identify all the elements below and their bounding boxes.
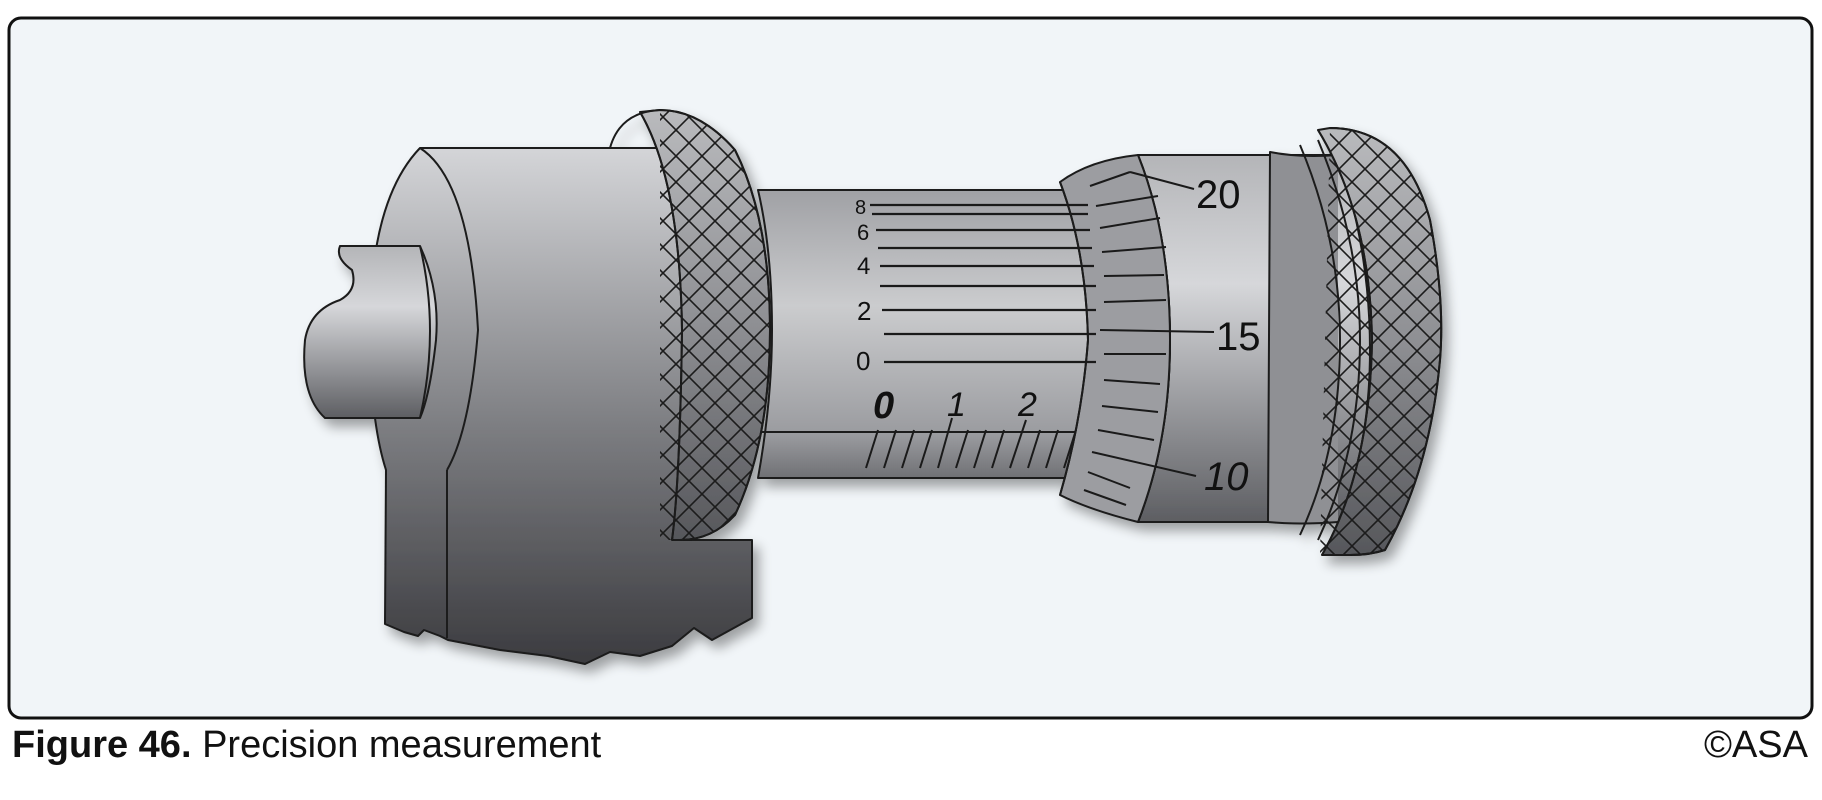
barrel-label: 1 [947, 386, 966, 424]
thimble-label: 10 [1204, 455, 1249, 499]
spindle [303, 245, 438, 419]
figure-number: Figure 46. [12, 724, 192, 766]
barrel-ticks [865, 417, 1077, 469]
vernier-label: 2 [857, 296, 871, 326]
barrel-label: 0 [873, 385, 894, 427]
thimble-ticks [1083, 171, 1215, 506]
vernier-label: 6 [857, 220, 869, 245]
barrel-label: 2 [1017, 386, 1037, 424]
vernier-label: 0 [856, 346, 870, 376]
micrometer-frame [369, 147, 753, 665]
thimble-label: 15 [1216, 315, 1261, 359]
figure-title: Precision measurement [202, 724, 602, 766]
vernier-lines [870, 203, 1096, 364]
thimble-label: 20 [1196, 173, 1241, 217]
copyright-notice: ©ASA [1703, 724, 1808, 766]
vernier-label: 4 [857, 253, 870, 280]
figure-caption: Figure 46. Precision measurement [12, 724, 601, 767]
vernier-label: 8 [855, 197, 866, 219]
